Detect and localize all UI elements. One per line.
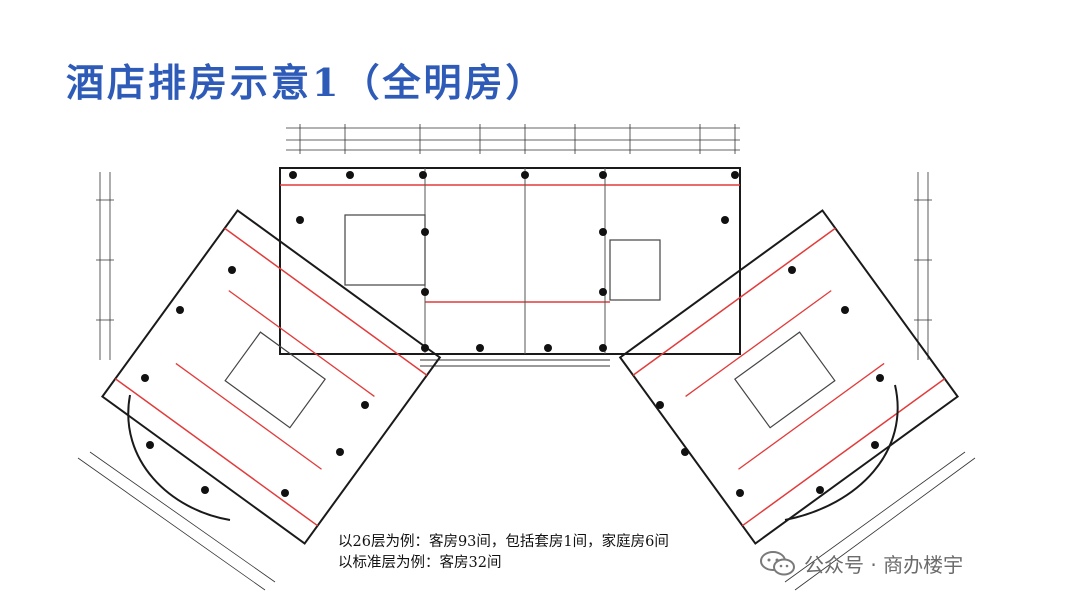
columns	[141, 171, 884, 497]
right-wing	[618, 209, 960, 545]
watermark-text: 公众号 · 商办楼宇	[804, 552, 964, 577]
central-block	[279, 167, 741, 367]
caption: 以26层为例：客房93间，包括套房1间，家庭房6间 以标准层为例：客房32间	[338, 532, 669, 574]
watermark: 公众号 · 商办楼宇	[758, 548, 963, 578]
wechat-icon	[760, 551, 795, 576]
dimension-lines	[99, 127, 929, 360]
left-wing	[100, 209, 442, 545]
right-wing-curve	[784, 384, 899, 521]
page-title: 酒店排房示意1（全明房）	[66, 60, 547, 105]
caption-line-2: 以标准层为例：客房32间	[338, 555, 502, 571]
left-wing-curve	[127, 394, 231, 521]
caption-line-1: 以26层为例：客房93间，包括套房1间，家庭房6间	[338, 534, 669, 550]
